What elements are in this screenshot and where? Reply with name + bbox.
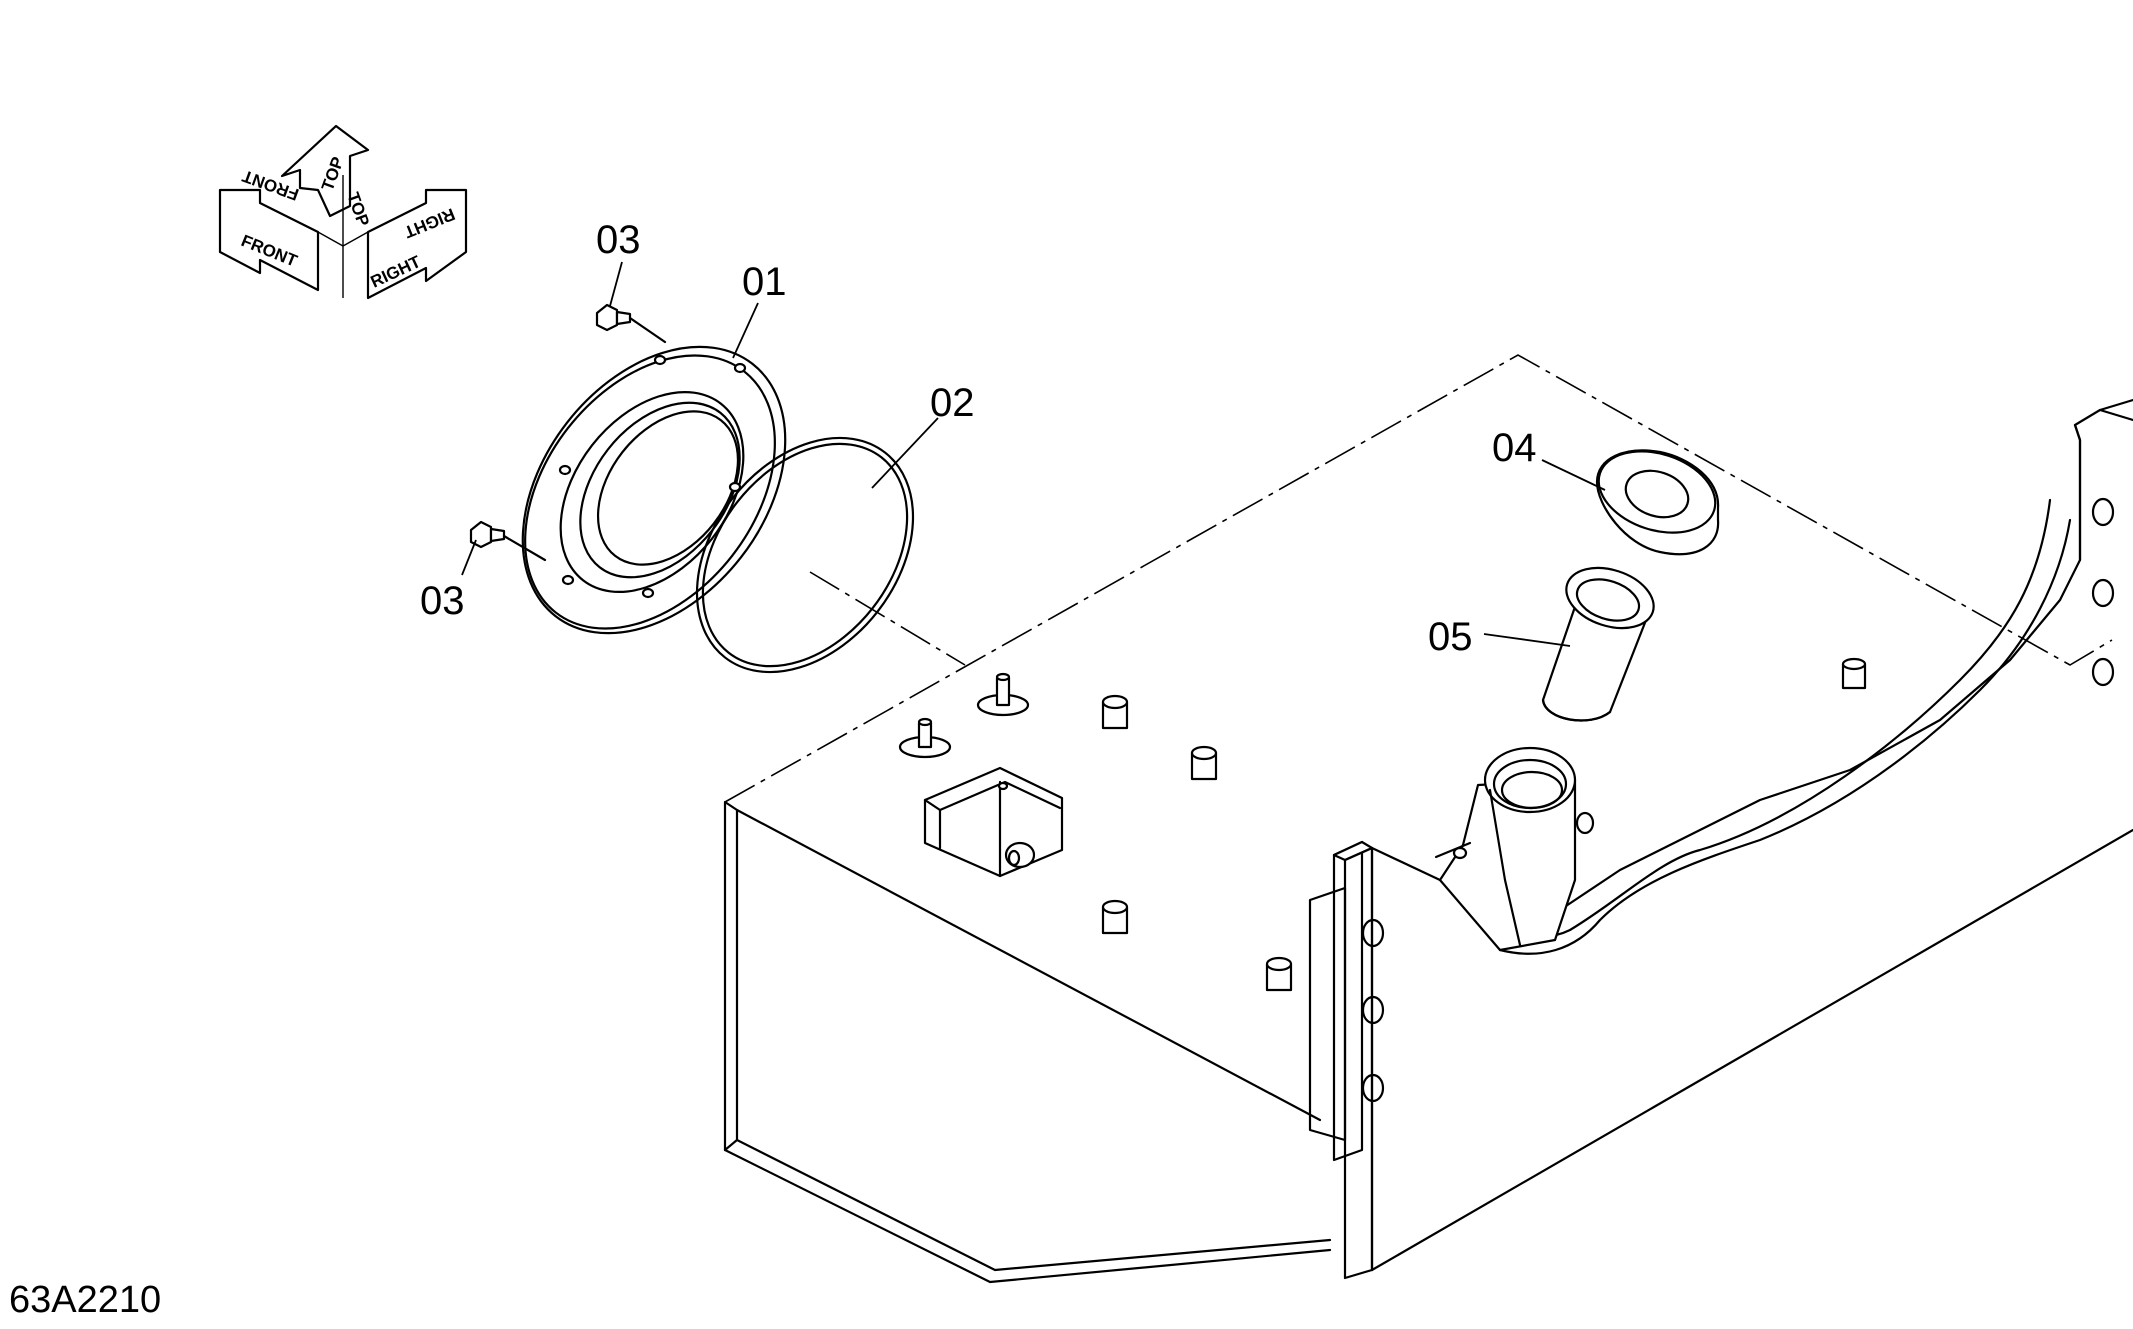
orientation-indicator: FRONT FRONT TOP TOP RIGHT RIGHT (218, 124, 468, 300)
boss (1101, 899, 1129, 935)
bracket-hole (1361, 995, 1385, 1025)
part-03-bolt-upper (595, 303, 667, 344)
top-label-mirror: TOP (343, 190, 373, 229)
part-01-cover-flange (521, 345, 787, 635)
front-arrow-icon (218, 188, 320, 292)
hydraulic-tank (723, 354, 2133, 1284)
filler-neck (1434, 746, 1595, 952)
boss (1841, 657, 1867, 690)
callout-03-upper: 03 (596, 218, 641, 262)
right-arrow-icon (366, 188, 468, 300)
pipe-fitting (976, 672, 1030, 717)
top-arrow-icon (280, 124, 370, 218)
part-03-bolt-lower (469, 520, 547, 562)
pipe-fitting (898, 717, 952, 759)
callouts: 03 01 02 03 04 05 (420, 218, 1606, 659)
callout-01: 01 (742, 260, 787, 304)
boss (1101, 694, 1129, 730)
bracket-hole (2091, 497, 2115, 527)
tank-bosses (1101, 657, 1867, 992)
sensor-bracket (923, 766, 1064, 878)
drawing-code: 63A2210 (9, 1279, 161, 1321)
callout-03-lower: 03 (420, 579, 465, 623)
part-04-cap (1595, 449, 1720, 556)
callout-04: 04 (1492, 426, 1537, 470)
bracket-hole (2091, 578, 2115, 608)
callout-05: 05 (1428, 615, 1473, 659)
boss (1265, 956, 1293, 992)
part-05-strainer (1541, 566, 1655, 722)
boss (1190, 745, 1218, 781)
bracket-hole (2091, 657, 2115, 687)
bracket-hole (1361, 1073, 1385, 1103)
bracket-hole (1361, 918, 1385, 948)
